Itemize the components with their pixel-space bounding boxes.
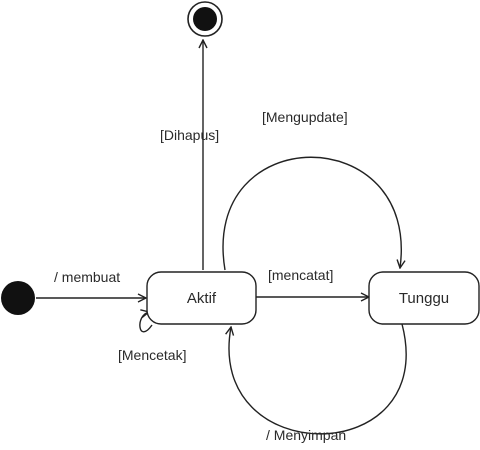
label-record: [mencatat] (268, 267, 333, 283)
edge-print (139, 312, 153, 333)
edge-save (229, 323, 407, 435)
initial-state (1, 281, 35, 315)
state-aktif-label: Aktif (187, 290, 217, 307)
label-update: [Mengupdate] (262, 109, 348, 125)
state-tunggu-label: Tunggu (399, 290, 449, 307)
final-state (187, 1, 223, 37)
state-tunggu: Tunggu (368, 271, 480, 325)
label-create: / membuat (54, 269, 120, 285)
label-delete: [Dihapus] (160, 127, 219, 143)
label-print: [Mencetak] (118, 347, 186, 363)
edge-update (222, 156, 401, 271)
label-save: / Menyimpan (266, 427, 346, 443)
state-aktif: Aktif (146, 271, 257, 325)
